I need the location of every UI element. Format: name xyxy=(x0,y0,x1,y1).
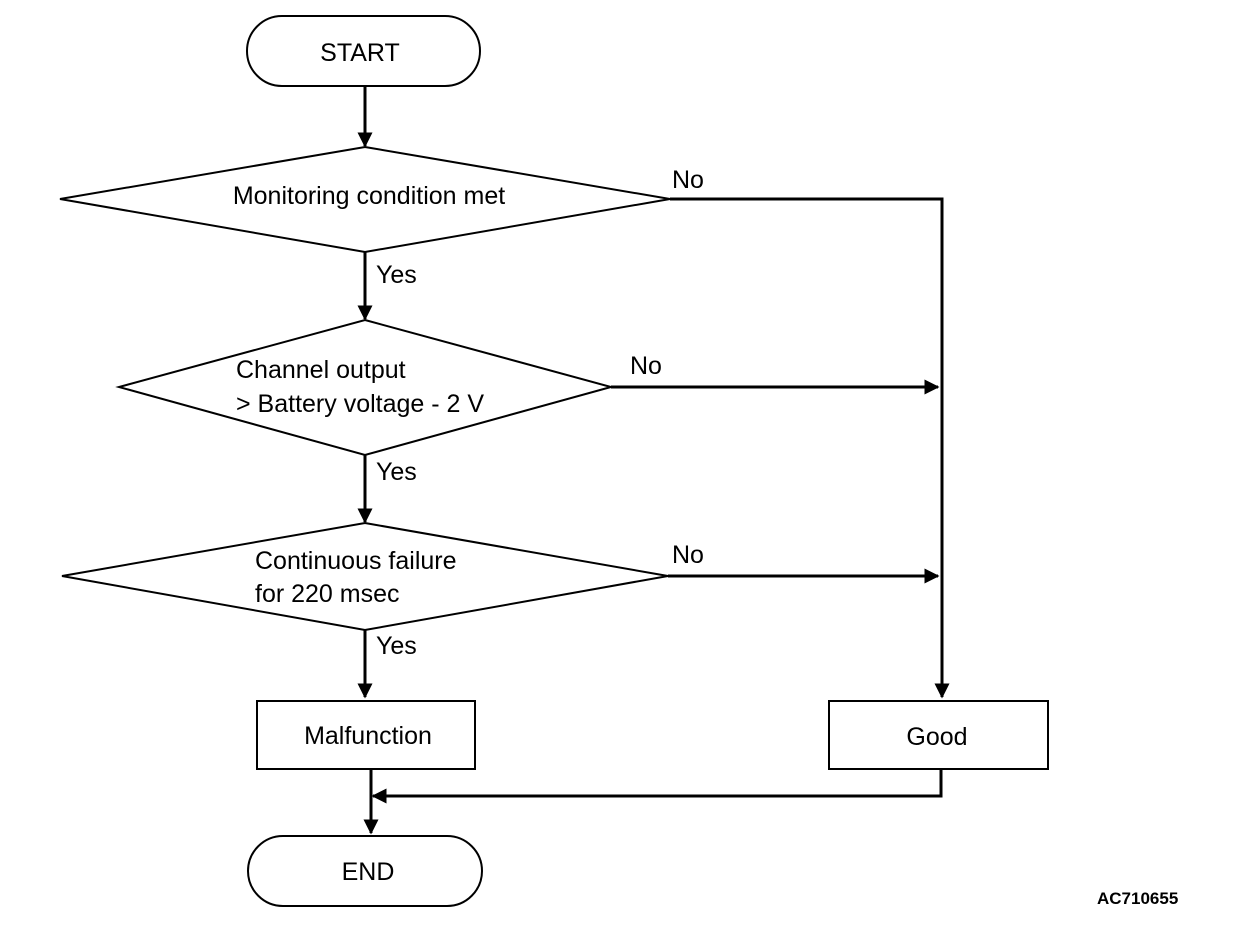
connector-decision-1-no-to-good xyxy=(670,197,950,699)
decision-2-yes-label: Yes xyxy=(376,458,417,486)
good-label: Good xyxy=(906,723,967,751)
decision-3-label-line-1: Continuous failure xyxy=(255,547,457,575)
connector-good-to-merge xyxy=(371,769,943,804)
decision-2-label-line-2: > Battery voltage - 2 V xyxy=(236,390,484,418)
decision-3-yes-label: Yes xyxy=(376,632,417,660)
decision-3-no-label: No xyxy=(672,541,704,569)
start-terminal: START xyxy=(246,15,481,87)
decision-1-label: Monitoring condition met xyxy=(233,182,505,210)
decision-channel-output: Channel output > Battery voltage - 2 V xyxy=(115,318,615,457)
figure-code: AC710655 xyxy=(1097,889,1178,908)
decision-continuous-failure: Continuous failure for 220 msec xyxy=(61,521,669,632)
end-label: END xyxy=(342,858,395,886)
decision-2-label-line-1: Channel output xyxy=(236,356,406,384)
decision-2-no-label: No xyxy=(630,352,662,380)
start-label: START xyxy=(320,39,400,67)
decision-1-no-label: No xyxy=(672,166,704,194)
malfunction-label: Malfunction xyxy=(304,722,432,750)
malfunction-box: Malfunction xyxy=(256,700,476,770)
end-terminal: END xyxy=(247,835,483,907)
good-box: Good xyxy=(828,700,1049,770)
decision-1-yes-label: Yes xyxy=(376,261,417,289)
decision-monitoring-condition: Monitoring condition met xyxy=(59,145,671,254)
decision-3-label-line-2: for 220 msec xyxy=(255,580,400,608)
